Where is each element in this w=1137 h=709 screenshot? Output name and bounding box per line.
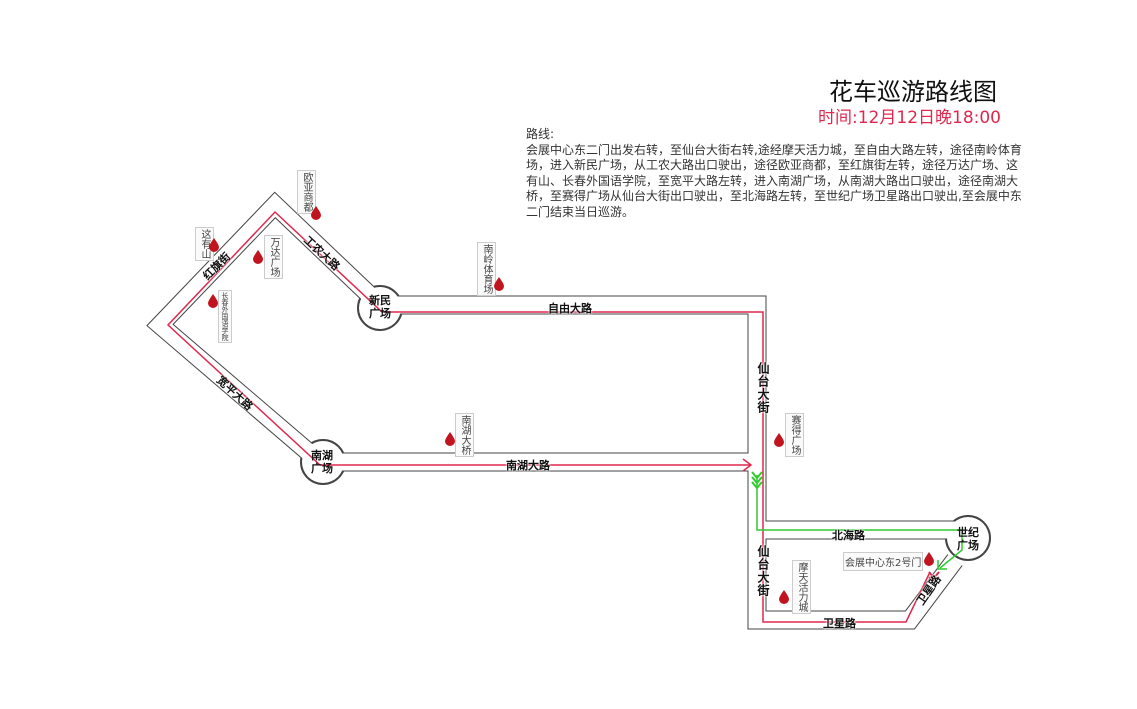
poi-ouya: 欧亚商都 xyxy=(297,170,316,214)
route-description: 路线:会展中心东二门出发右转，至仙台大街右转,途经摩天活力城，至自由大路左转，途… xyxy=(526,127,1026,220)
location-pin-icon xyxy=(494,277,504,291)
poi-nanling: 南岭体育场 xyxy=(477,242,496,296)
poi-waiguoyu: 长春外国语学院 xyxy=(218,290,232,343)
plaza-nanhu: 南湖广场 xyxy=(311,449,333,475)
location-pin-icon xyxy=(779,590,789,604)
route-label: 路线: xyxy=(526,127,555,141)
plaza-xinmin: 新民广场 xyxy=(369,294,391,320)
poi-saide: 赛得广场 xyxy=(785,413,804,457)
return-route-line xyxy=(756,475,963,569)
parade-route-line xyxy=(166,210,931,623)
road-label-beihai: 北海路 xyxy=(832,529,865,542)
road-label-xiantai-upper: 仙台大街 xyxy=(756,362,770,414)
road-label-weixing: 卫星路 xyxy=(823,617,856,630)
route-text: 会展中心东二门出发右转，至仙台大街右转,途经摩天活力城，至自由大路左转，途径南岭… xyxy=(526,142,1022,219)
poi-huizhan: 会展中心东2号门 xyxy=(843,552,924,571)
location-pin-icon xyxy=(208,294,218,308)
chevron-icon xyxy=(751,471,763,490)
road-label-ziyou: 自由大路 xyxy=(548,302,592,315)
location-pin-icon xyxy=(445,432,455,446)
poi-motian: 摩天活力城 xyxy=(792,560,811,614)
location-pin-icon xyxy=(253,250,263,264)
poi-nanhudaqiao: 南湖大桥 xyxy=(455,413,474,457)
poi-wanda: 万达广场 xyxy=(264,235,283,279)
road-label-nanhu: 南湖大路 xyxy=(506,459,550,472)
chevron-icon xyxy=(928,571,940,585)
road-label-xiantai-lower: 仙台大街 xyxy=(756,545,770,597)
event-time: 时间:12月12日晚18:00 xyxy=(818,108,1001,128)
location-pin-icon xyxy=(209,238,219,252)
location-pin-icon xyxy=(311,206,321,220)
map-title: 花车巡游路线图 xyxy=(829,78,997,106)
return-arrow-icon xyxy=(937,560,947,570)
route-arrow-icon xyxy=(742,458,753,472)
location-pin-icon xyxy=(774,433,784,447)
location-pin-icon xyxy=(924,552,934,566)
plaza-shiji: 世纪广场 xyxy=(957,526,979,552)
